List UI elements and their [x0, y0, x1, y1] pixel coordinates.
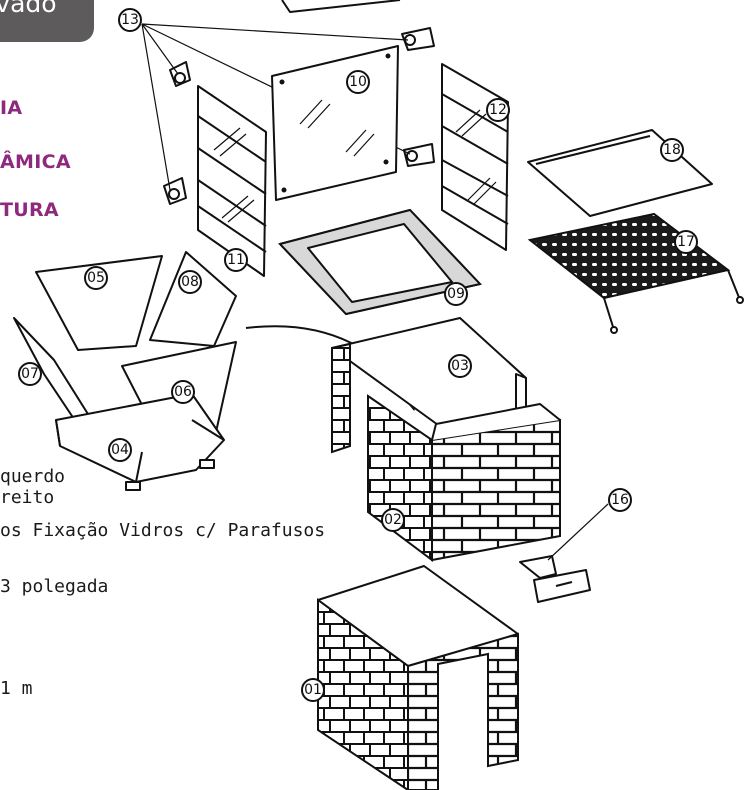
svg-text:03: 03 [451, 358, 469, 374]
svg-text:09: 09 [447, 286, 465, 302]
left-frame [197, 85, 267, 277]
category-label-1: IA [0, 97, 23, 119]
callout-18: 18 [660, 138, 684, 162]
callout-04: 04 [108, 438, 132, 462]
bracket-set [163, 27, 435, 205]
upper-plate [527, 129, 713, 217]
callout-03: 03 [448, 354, 472, 378]
grill-mesh [527, 212, 744, 334]
callout-11: 11 [224, 248, 248, 272]
base-block-04 [55, 393, 225, 491]
legend-line-1: querdo [0, 466, 66, 487]
svg-text:01: 01 [304, 682, 322, 698]
right-frame [441, 63, 509, 251]
top-cutoff-piece [281, 0, 401, 13]
callout-12: 12 [486, 98, 510, 122]
header-badge: ovado [0, 0, 94, 42]
brick-base-01 [317, 565, 519, 790]
svg-text:18: 18 [663, 142, 681, 158]
callout-05: 05 [84, 266, 108, 290]
svg-text:04: 04 [111, 442, 129, 458]
svg-text:02: 02 [384, 512, 402, 528]
legend-line-2: reito [0, 487, 55, 508]
svg-text:16: 16 [611, 492, 629, 508]
svg-text:11: 11 [227, 252, 245, 268]
base-tray [278, 208, 482, 316]
badge-text: ovado [0, 0, 57, 18]
category-label-2: ÂMICA [0, 151, 71, 173]
callout-leaders-13 [141, 23, 411, 191]
svg-text:06: 06 [174, 384, 192, 400]
category-label-3: TURA [0, 199, 59, 221]
callout-16: 16 [608, 488, 632, 512]
callout-02: 02 [381, 508, 405, 532]
brick-module-02 [367, 394, 561, 562]
svg-text:07: 07 [21, 366, 39, 382]
svg-text:13: 13 [121, 12, 139, 28]
svg-text:12: 12 [489, 102, 507, 118]
svg-text:08: 08 [181, 274, 199, 290]
panel-08 [149, 251, 237, 347]
legend-line-4: 3 polegada [0, 576, 109, 597]
handle-16 [519, 503, 609, 603]
callout-08: 08 [178, 270, 202, 294]
svg-text:10: 10 [349, 74, 367, 90]
legend-line-5: 1 m [0, 678, 33, 699]
callout-13: 13 [118, 8, 142, 32]
svg-text:17: 17 [677, 234, 695, 250]
callout-06: 06 [171, 380, 195, 404]
callout-01: 01 [301, 678, 325, 702]
legend-line-3: os Fixação Vidros c/ Parafusos [0, 520, 326, 541]
svg-text:05: 05 [87, 270, 105, 286]
callout-07: 07 [18, 362, 42, 386]
glass-panel [271, 45, 399, 201]
panel-05 [35, 255, 163, 351]
callout-10: 10 [346, 70, 370, 94]
callout-09: 09 [444, 282, 468, 306]
callout-17: 17 [674, 230, 698, 254]
